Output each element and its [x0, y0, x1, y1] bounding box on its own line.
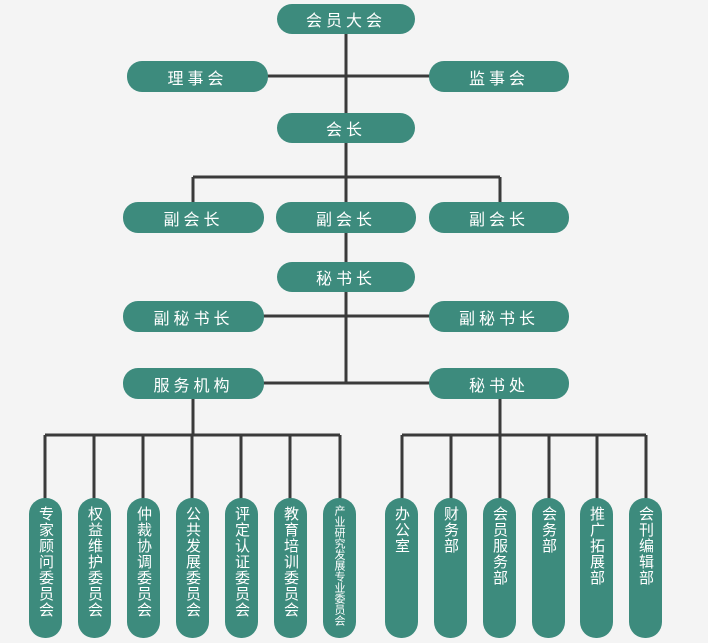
node-committee-experts: 专家顾问委员会 — [29, 498, 62, 638]
node-dept-member-services: 会员服务部 — [483, 498, 516, 638]
node-committee-industry-research: 产业研究发展专业委员会 — [323, 498, 356, 638]
node-committee-education: 教育培训委员会 — [274, 498, 307, 638]
node-committee-rights: 权益维护委员会 — [78, 498, 111, 638]
node-council: 理事会 — [127, 61, 268, 92]
node-secretary-general: 秘书长 — [277, 262, 415, 292]
node-committee-certification: 评定认证委员会 — [225, 498, 258, 638]
node-deputy-secretary-2: 副秘书长 — [429, 301, 569, 332]
node-supervisory-board: 监事会 — [429, 61, 569, 92]
node-vice-president-3: 副会长 — [429, 202, 569, 233]
node-dept-affairs: 会务部 — [532, 498, 565, 638]
node-assembly: 会员大会 — [277, 4, 415, 34]
node-committee-public-development: 公共发展委员会 — [176, 498, 209, 638]
node-vice-president-2: 副会长 — [276, 202, 416, 233]
node-secretariat: 秘书处 — [429, 368, 569, 399]
node-dept-journal-editing: 会刊编辑部 — [629, 498, 662, 638]
node-deputy-secretary-1: 副秘书长 — [123, 301, 264, 332]
node-dept-finance: 财务部 — [434, 498, 467, 638]
node-committee-arbitration: 仲裁协调委员会 — [127, 498, 160, 638]
node-dept-office: 办公室 — [385, 498, 418, 638]
node-dept-promotion: 推广拓展部 — [580, 498, 613, 638]
node-vice-president-1: 副会长 — [123, 202, 264, 233]
node-service-bodies: 服务机构 — [123, 368, 264, 399]
node-president: 会长 — [277, 113, 415, 143]
